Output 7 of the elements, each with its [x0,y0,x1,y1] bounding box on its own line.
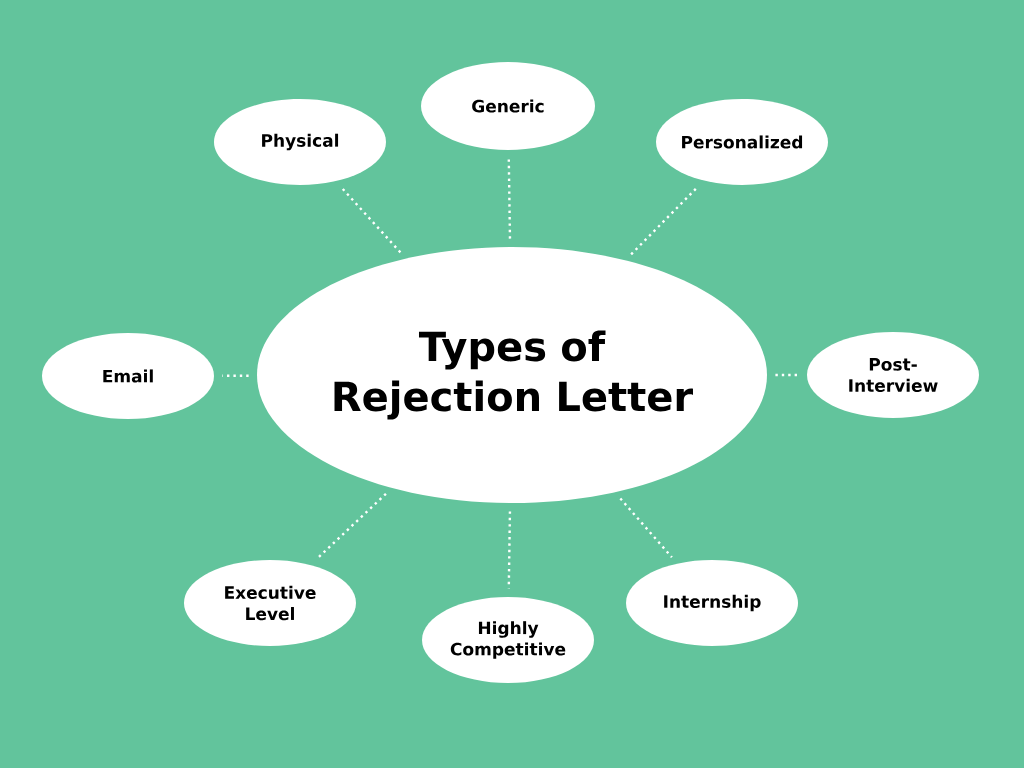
connector-line [507,511,512,589]
connector-line [340,186,402,254]
connector-line [619,497,673,559]
connector-line [775,373,799,377]
connector-line [630,185,699,256]
connector-line [507,158,512,239]
connector-line [222,374,249,377]
